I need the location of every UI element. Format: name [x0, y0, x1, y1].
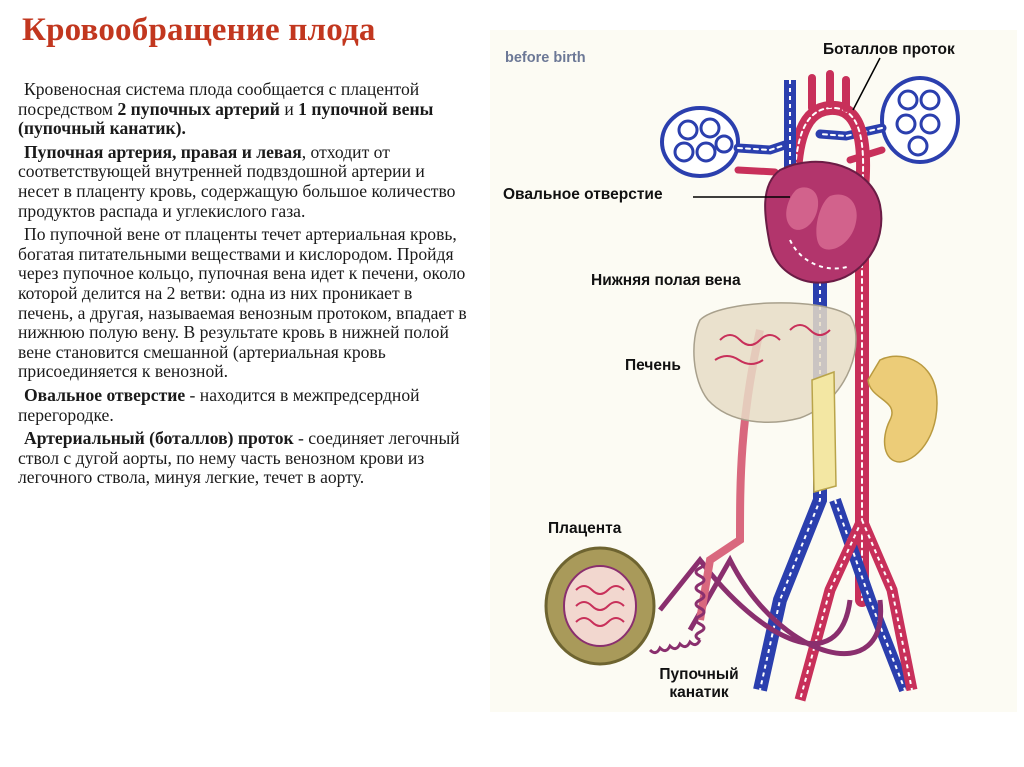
diagram-caption: before birth — [505, 50, 586, 66]
page-title: Кровообращение плода — [22, 12, 376, 48]
kidney-icon — [867, 355, 938, 463]
left-lung-icon — [660, 106, 740, 178]
paragraph-2: Пупочная артерия, правая и левая, отходи… — [18, 141, 456, 221]
label-leaders — [693, 57, 881, 198]
body-text: Кровеносная система плода сообщается с п… — [18, 79, 468, 492]
right-lung-icon — [880, 76, 960, 164]
paragraph-4: Овальное отверстие - находится в межпред… — [18, 384, 420, 425]
iliac-arteries — [794, 517, 918, 702]
label-ductus-arteriosus: Боталлов проток — [823, 41, 955, 58]
label-liver: Печень — [625, 357, 681, 374]
heart-icon — [764, 160, 883, 284]
paragraph-3: По пупочной вене от плаценты течет артер… — [18, 224, 467, 382]
label-inferior-vena-cava: Нижняя полая вена — [591, 272, 741, 289]
placenta-icon — [544, 546, 656, 666]
label-placenta: Плацента — [548, 520, 622, 537]
paragraph-5: Артериальный (боталлов) проток - соединя… — [18, 428, 460, 488]
label-foramen-ovale: Овальное отверстие — [503, 186, 663, 203]
paragraph-1: Кровеносная система плода сообщается с п… — [18, 79, 434, 139]
umbilical-cord-coil — [648, 558, 706, 655]
label-umbilical-cord: Пупочный канатик — [659, 666, 739, 701]
umbilical-arteries — [658, 554, 884, 656]
adrenal-icon — [811, 370, 837, 493]
